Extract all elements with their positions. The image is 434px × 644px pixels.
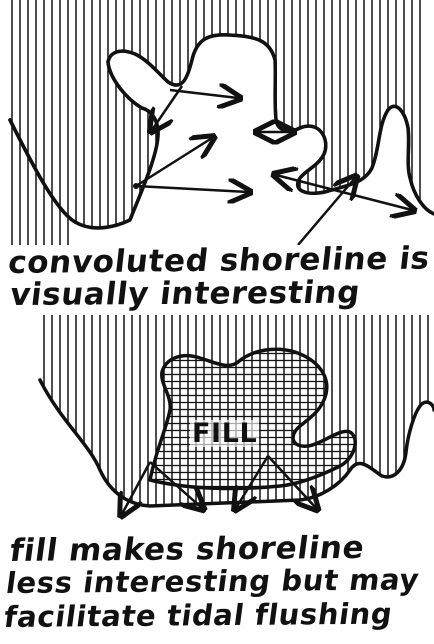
top-arrow-origin [133, 183, 139, 189]
bottom-caption-line-2: less interesting but may [4, 565, 421, 598]
top-caption-line-1: convoluted shoreline is [7, 244, 432, 279]
fill-label: FILL [190, 420, 259, 447]
bottom-caption-line-1: fill makes shoreline [8, 533, 366, 567]
bottom-caption-line-3: facilitate tidal flushing [2, 600, 394, 632]
top-panel [10, 0, 434, 245]
top-caption-line-2: visually interesting [8, 278, 361, 311]
